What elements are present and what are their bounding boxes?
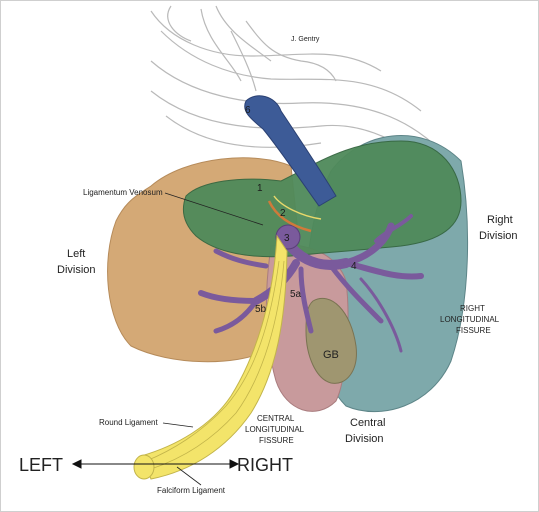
label-central-division-1: Central <box>350 417 385 429</box>
label-right-fissure-2: LONGITUDINAL <box>440 315 500 324</box>
label-right-fissure-1: RIGHT <box>460 304 485 313</box>
segment-3: 3 <box>284 233 290 244</box>
label-left-division-1: Left <box>67 248 85 260</box>
label-central-fissure-1: CENTRAL <box>257 414 295 423</box>
segment-1: 1 <box>257 183 263 194</box>
label-gallbladder: GB <box>323 349 339 361</box>
artist-signature: J. Gentry <box>291 36 320 43</box>
round-ligament <box>133 234 288 480</box>
segment-4: 4 <box>351 261 357 272</box>
label-round-ligament: Round Ligament <box>99 418 158 427</box>
hepatic-artery <box>267 200 312 233</box>
label-right-division-1: Right <box>487 214 513 226</box>
label-left-arrow: LEFT <box>19 455 63 475</box>
left-right-arrow <box>71 459 240 469</box>
bile-duct <box>273 195 322 220</box>
label-central-division-2: Division <box>345 433 384 445</box>
label-left-division-2: Division <box>57 264 96 276</box>
segment-5b: 5b <box>255 304 267 315</box>
label-falciform-ligament: Falciform Ligament <box>157 486 226 495</box>
segment-5a: 5a <box>290 289 302 300</box>
label-ligamentum-venosum: Ligamentum Venosum <box>83 188 163 197</box>
inferior-vena-cava <box>244 95 337 207</box>
label-central-fissure-2: LONGITUDINAL <box>245 425 305 434</box>
label-right-arrow: RIGHT <box>237 455 293 475</box>
label-right-fissure-3: FISSURE <box>456 326 491 335</box>
segment-2: 2 <box>280 208 286 219</box>
label-central-fissure-3: FISSURE <box>259 436 294 445</box>
label-right-division-2: Division <box>479 230 518 242</box>
leader-lines <box>162 192 264 486</box>
segment-6: 6 <box>245 105 251 116</box>
